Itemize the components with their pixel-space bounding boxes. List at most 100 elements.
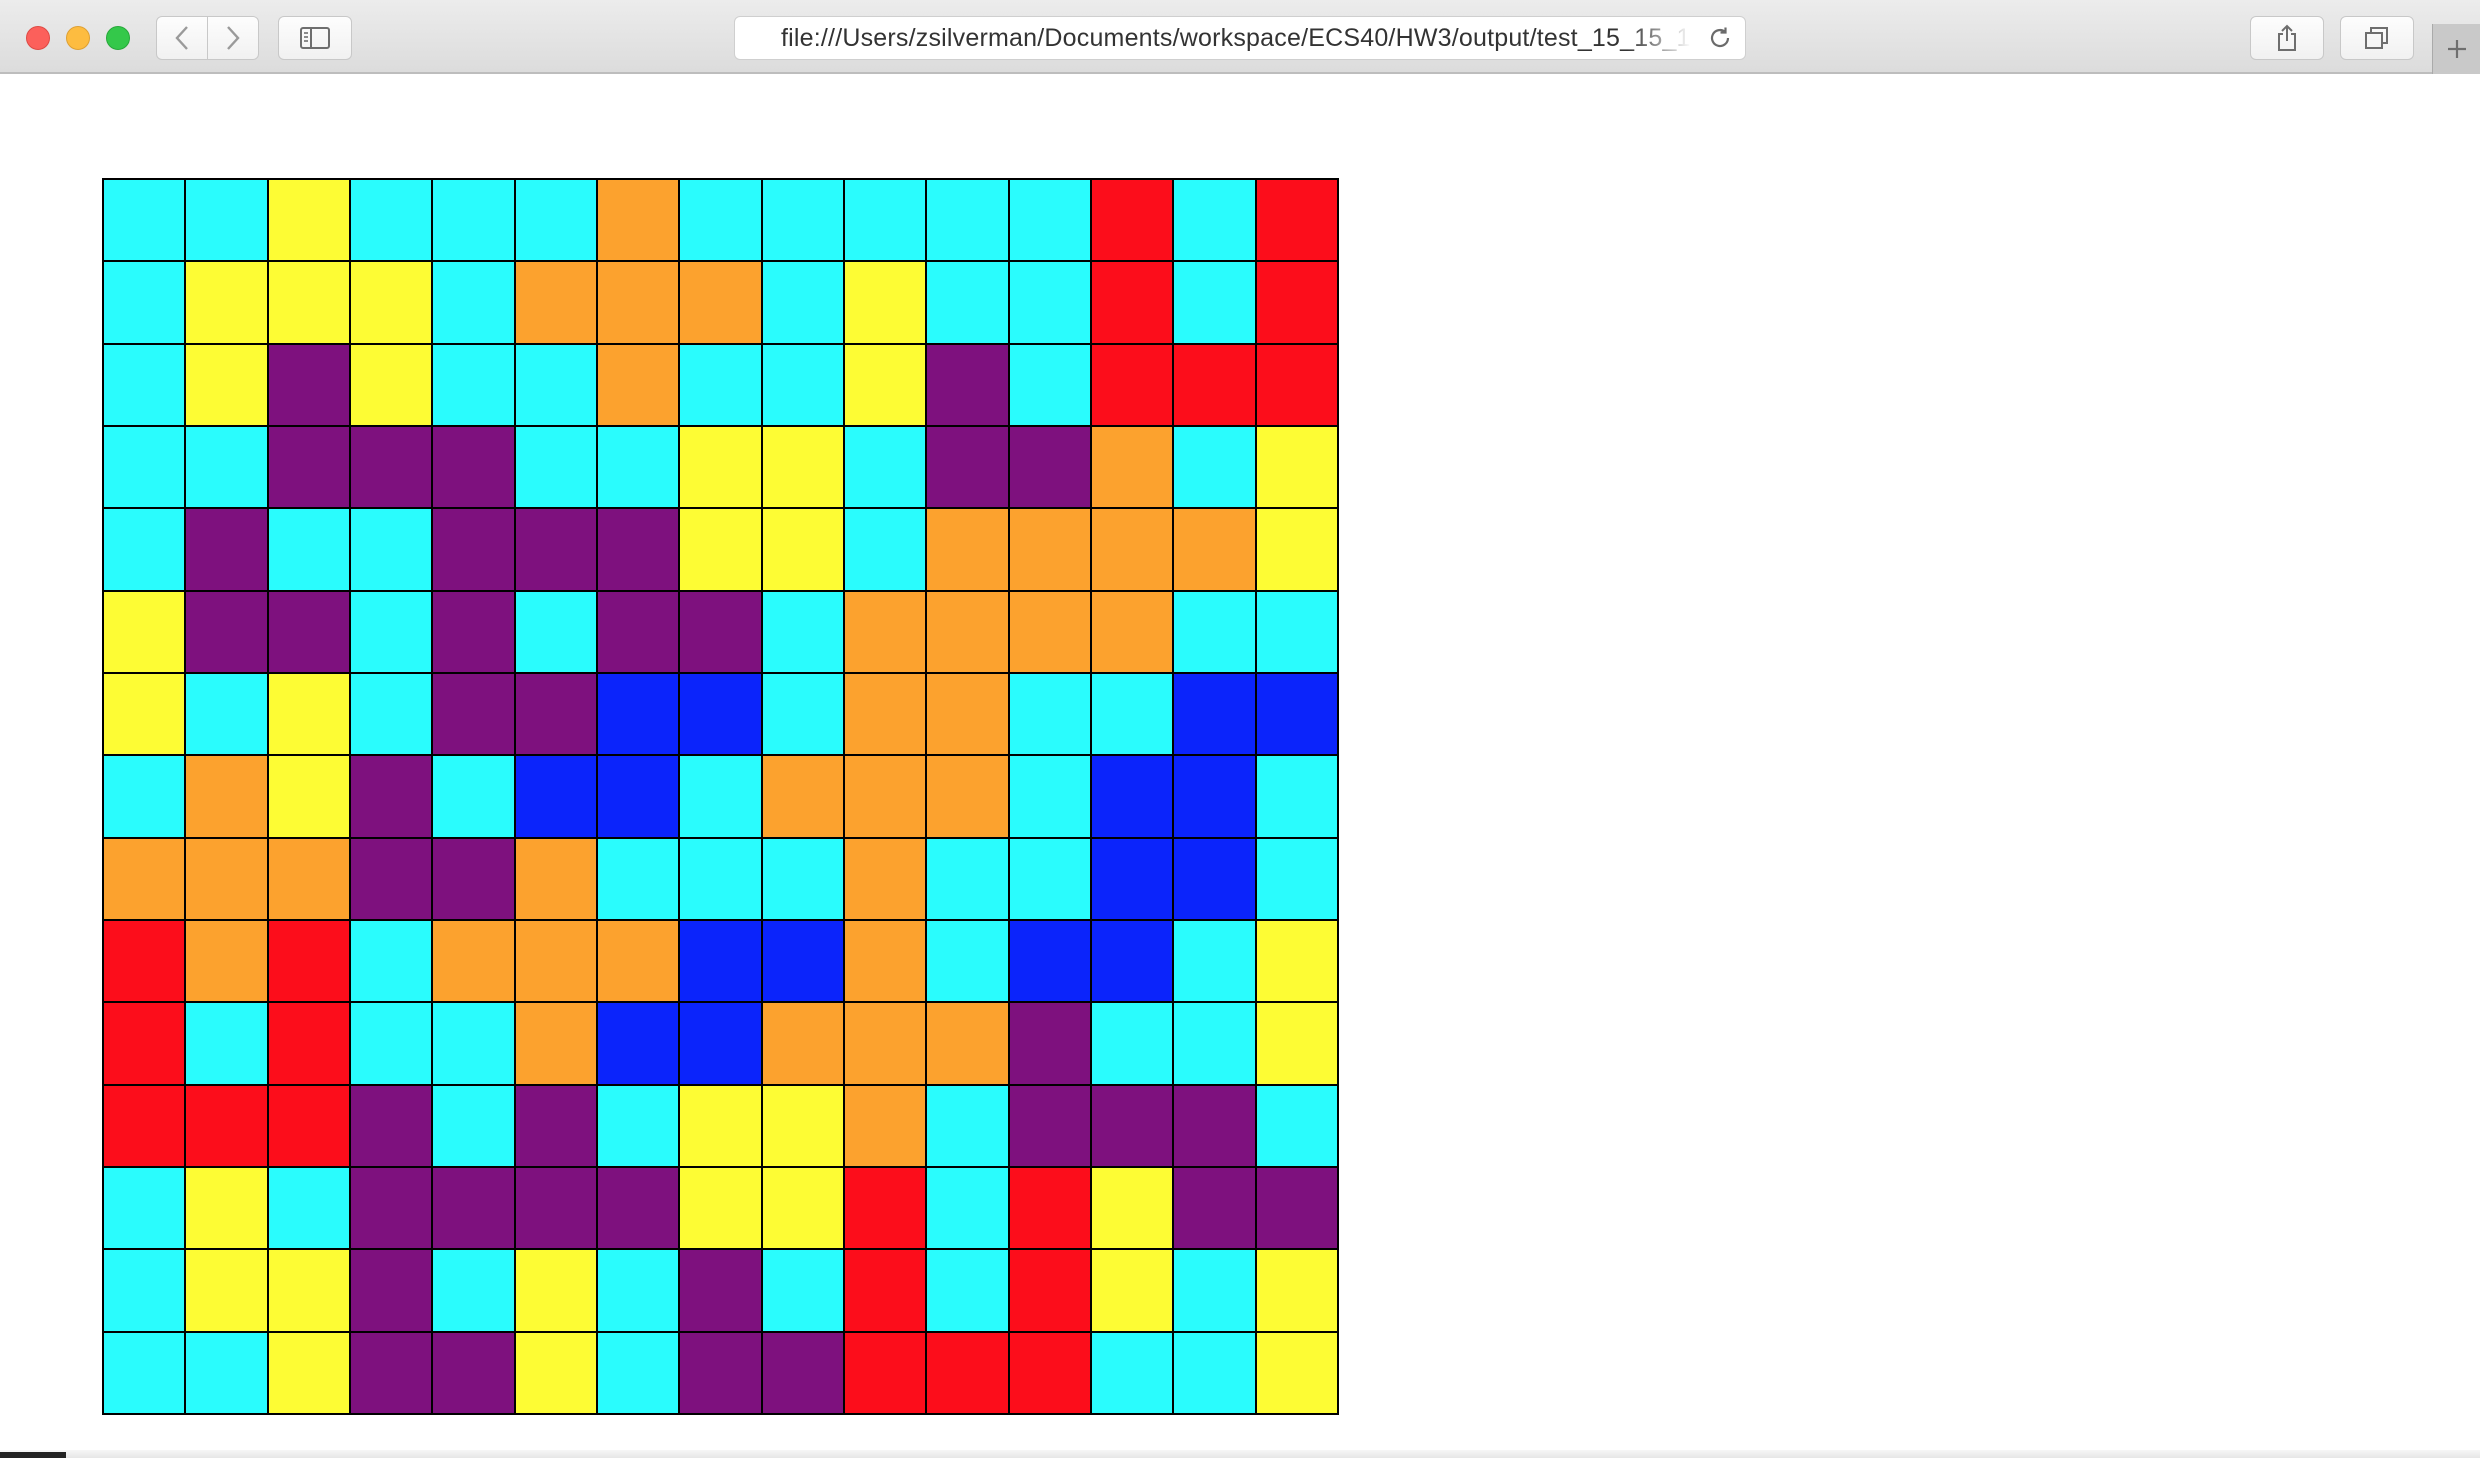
grid-cell <box>845 674 928 757</box>
grid-cell <box>351 427 434 510</box>
grid-cell <box>680 1003 763 1086</box>
grid-cell <box>1174 509 1257 592</box>
sidebar-button[interactable] <box>278 16 352 60</box>
reload-button[interactable] <box>1705 23 1735 53</box>
grid-cell <box>845 838 928 921</box>
grid-cell <box>1009 1085 1092 1168</box>
grid-cell <box>1256 427 1339 510</box>
grid-cell <box>186 180 269 263</box>
grid-cell <box>186 674 269 757</box>
maximize-window-button[interactable] <box>106 26 130 50</box>
grid-cell <box>1174 427 1257 510</box>
grid-cell <box>1092 1003 1175 1086</box>
grid-cell <box>268 591 351 674</box>
chevron-left-icon <box>175 26 188 50</box>
grid-cell <box>186 1332 269 1415</box>
back-button[interactable] <box>156 16 208 60</box>
grid-cell <box>515 674 598 757</box>
grid-cell <box>515 1085 598 1168</box>
grid-cell <box>845 921 928 1004</box>
grid-cell <box>186 1250 269 1333</box>
grid-cell <box>1174 674 1257 757</box>
grid-cell <box>351 1168 434 1251</box>
grid-cell <box>433 427 516 510</box>
share-icon <box>2278 24 2296 51</box>
grid-cell <box>268 1332 351 1415</box>
grid-cell <box>515 838 598 921</box>
grid-cell <box>186 509 269 592</box>
show-tabs-button[interactable] <box>2340 16 2414 60</box>
grid-cell <box>1092 674 1175 757</box>
grid-cell <box>1092 344 1175 427</box>
grid-cell <box>104 427 187 510</box>
grid-cell <box>1256 1168 1339 1251</box>
grid-cell <box>598 1250 681 1333</box>
grid-cell <box>680 262 763 345</box>
minimize-window-button[interactable] <box>66 26 90 50</box>
grid-cell <box>1174 262 1257 345</box>
grid-cell <box>1092 262 1175 345</box>
grid-cell <box>104 1250 187 1333</box>
grid-cell <box>1256 180 1339 263</box>
grid-cell <box>1256 674 1339 757</box>
grid-cell <box>927 838 1010 921</box>
grid-cell <box>104 756 187 839</box>
grid-cell <box>351 591 434 674</box>
grid-cell <box>927 509 1010 592</box>
grid-cell <box>1256 756 1339 839</box>
grid-cell <box>680 1085 763 1168</box>
grid-cell <box>104 1332 187 1415</box>
grid-cell <box>351 1332 434 1415</box>
grid-cell <box>680 674 763 757</box>
grid-cell <box>1009 674 1092 757</box>
grid-cell <box>104 591 187 674</box>
grid-cell <box>1174 1168 1257 1251</box>
grid-cell <box>351 344 434 427</box>
grid-cell <box>186 921 269 1004</box>
grid-cell <box>1009 838 1092 921</box>
grid-cell <box>1174 838 1257 921</box>
grid-cell <box>268 344 351 427</box>
grid-cell <box>433 1085 516 1168</box>
grid-cell <box>433 674 516 757</box>
grid-cell <box>680 1332 763 1415</box>
grid-cell <box>351 509 434 592</box>
grid-cell <box>1092 1168 1175 1251</box>
grid-cell <box>1009 344 1092 427</box>
grid-cell <box>351 1250 434 1333</box>
grid-cell <box>186 1085 269 1168</box>
reload-icon <box>1710 27 1730 48</box>
address-bar[interactable]: file:///Users/zsilverman/Documents/works… <box>734 16 1746 60</box>
grid-cell <box>1256 921 1339 1004</box>
grid-cell <box>351 262 434 345</box>
grid-cell <box>927 1250 1010 1333</box>
grid-cell <box>1174 1085 1257 1168</box>
grid-cell <box>762 921 845 1004</box>
grid-cell <box>845 427 928 510</box>
grid-cell <box>598 838 681 921</box>
grid-cell <box>927 427 1010 510</box>
forward-button[interactable] <box>207 16 259 60</box>
grid-cell <box>433 262 516 345</box>
grid-cell <box>598 509 681 592</box>
grid-cell <box>433 1250 516 1333</box>
grid-cell <box>845 1168 928 1251</box>
grid-cell <box>680 1250 763 1333</box>
grid-cell <box>1009 1250 1092 1333</box>
grid-cell <box>845 756 928 839</box>
grid-cell <box>268 427 351 510</box>
grid-cell <box>351 756 434 839</box>
grid-cell <box>762 509 845 592</box>
close-window-button[interactable] <box>26 26 50 50</box>
share-button[interactable] <box>2250 16 2324 60</box>
grid-cell <box>927 180 1010 263</box>
grid-cell <box>515 1168 598 1251</box>
grid-cell <box>598 591 681 674</box>
window-bottom-corner <box>0 1452 66 1458</box>
grid-cell <box>186 838 269 921</box>
new-tab-button[interactable] <box>2432 24 2480 74</box>
grid-cell <box>433 1168 516 1251</box>
grid-cell <box>1009 262 1092 345</box>
grid-cell <box>1174 1003 1257 1086</box>
grid-cell <box>268 1085 351 1168</box>
